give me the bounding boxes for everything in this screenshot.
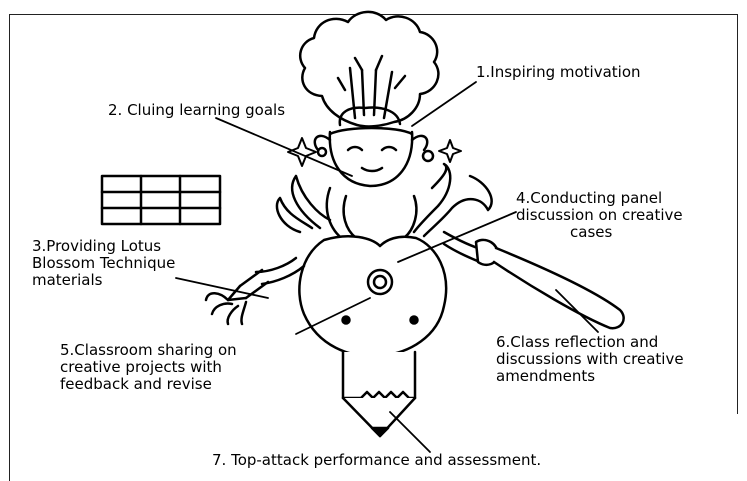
character-body (275, 162, 493, 358)
leader-lines (175, 81, 599, 453)
label-step-3: 3.Providing Lotus Blossom Technique mate… (32, 237, 176, 289)
sparkle-icon (287, 137, 462, 167)
frame-border-right (737, 14, 738, 414)
character-face-icon (313, 126, 435, 188)
label-step-7: 7. Top-attack performance and assessment… (212, 451, 542, 469)
fork-icon (204, 256, 306, 326)
label-step-1: 1.Inspiring motivation (476, 63, 641, 81)
label-step-4: 4.Conducting panel discussion on creativ… (516, 189, 683, 241)
chef-hat-icon (298, 10, 440, 128)
pencil-tip-icon (341, 350, 417, 438)
label-step-2: 2. Cluing learning goals (108, 101, 286, 119)
grid-table-icon (100, 174, 222, 226)
knife-icon (442, 230, 625, 330)
label-step-5: 5.Classroom sharing on creative projects… (60, 341, 237, 393)
label-step-6: 6.Class reflection and discussions with … (496, 333, 684, 385)
frame-border-left (9, 14, 10, 481)
